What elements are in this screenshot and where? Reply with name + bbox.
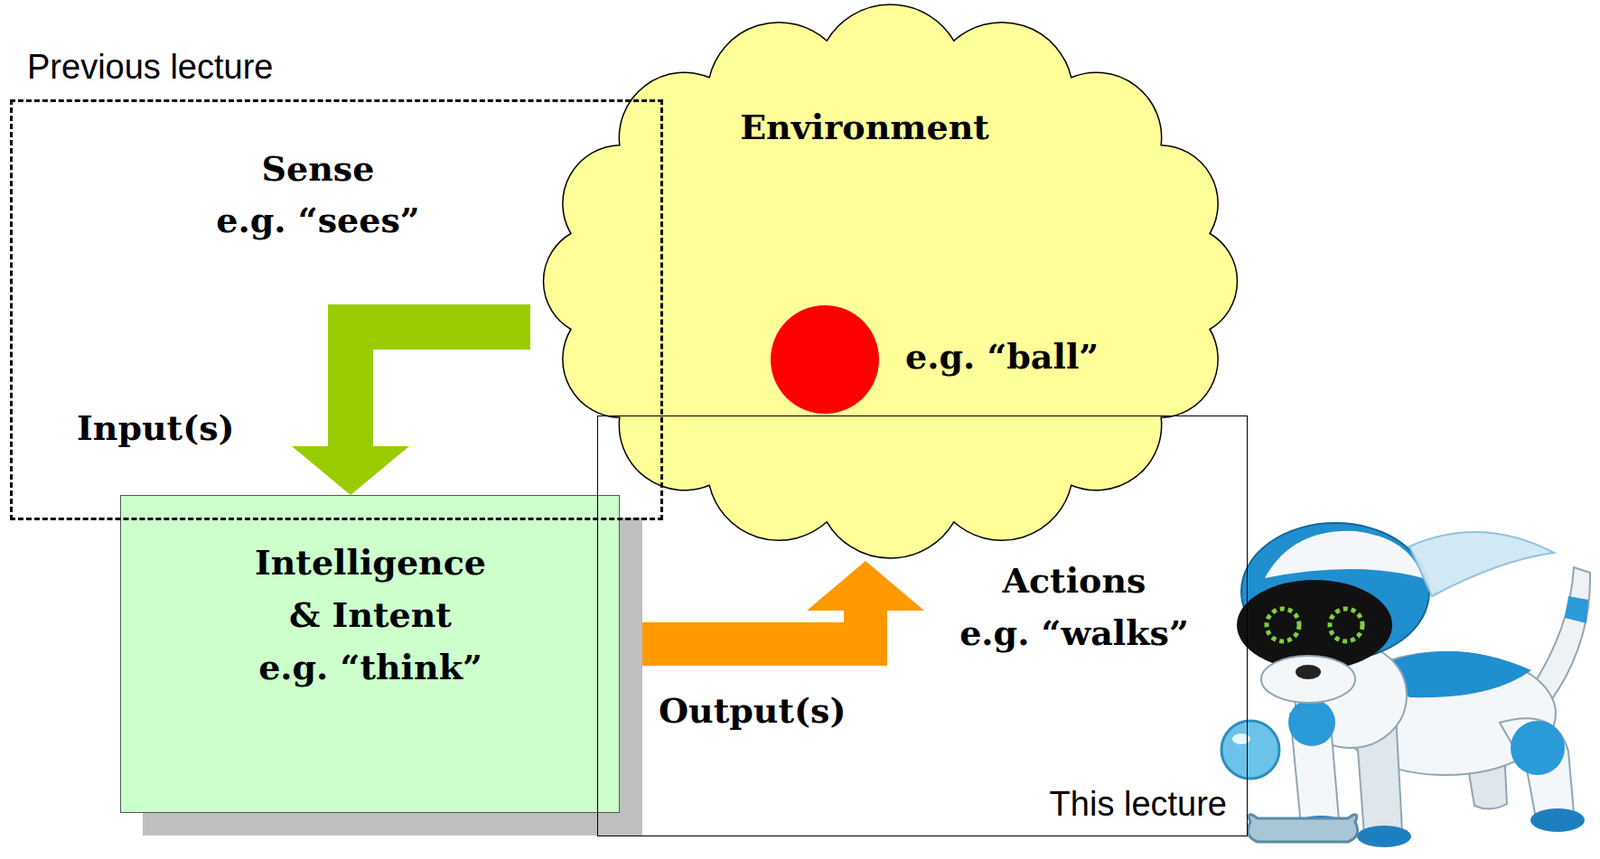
dog-snout bbox=[1261, 655, 1356, 703]
arrow-head bbox=[806, 561, 925, 611]
cloud-outline bbox=[530, 1, 1251, 562]
lecture-region: Actions e.g. “walks”This lecture bbox=[597, 415, 1248, 837]
cloud-shape bbox=[542, 4, 1237, 559]
arrow-shaft bbox=[350, 327, 531, 448]
dog-shoulder-joint bbox=[1288, 699, 1336, 747]
dog-ear-right bbox=[1409, 532, 1554, 597]
environment-cloud: Environment e.g. “ball” bbox=[530, 1, 1251, 562]
arrow-shaft bbox=[619, 609, 866, 645]
dog-nose bbox=[1295, 664, 1321, 680]
red-ball bbox=[770, 305, 880, 414]
block-arrow bbox=[619, 561, 925, 645]
dog-front-foot-far bbox=[1356, 825, 1412, 848]
toy-ball-highlight bbox=[1232, 733, 1251, 745]
arrow-head bbox=[291, 446, 410, 496]
ball-illustration bbox=[530, 1, 1251, 562]
dog-head-top bbox=[1264, 531, 1423, 579]
toy-ball-shape bbox=[1221, 720, 1280, 779]
dog-eye-right bbox=[1329, 608, 1363, 642]
cloud-title: Environment bbox=[664, 102, 1066, 152]
dog-back-leg bbox=[1499, 718, 1574, 823]
dog-hip-joint bbox=[1510, 720, 1565, 776]
region-heading: Previous lecture bbox=[27, 46, 273, 88]
dog-tail-stripe bbox=[1564, 596, 1589, 624]
stage-label: Actions e.g. “walks” bbox=[873, 554, 1275, 660]
arrow-label: Output(s) bbox=[658, 689, 846, 733]
toy-bone bbox=[1247, 814, 1357, 843]
arrow-label: Input(s) bbox=[76, 406, 235, 450]
stage-label: Intelligence & Intent e.g. “think” bbox=[142, 536, 599, 694]
region-heading: This lecture bbox=[1049, 783, 1227, 825]
lecture-region: Previous lectureSense e.g. “sees” bbox=[9, 99, 664, 521]
toy-ball bbox=[1221, 720, 1280, 779]
dog-back-foot bbox=[1530, 808, 1585, 833]
callout-label: e.g. “ball” bbox=[905, 332, 1099, 382]
stage-label: Sense e.g. “sees” bbox=[117, 142, 519, 246]
process-box: Intelligence & Intent e.g. “think” bbox=[120, 495, 620, 814]
robot-dog bbox=[1236, 523, 1591, 848]
dog-eye-left bbox=[1266, 608, 1300, 642]
block-arrow bbox=[291, 327, 531, 496]
